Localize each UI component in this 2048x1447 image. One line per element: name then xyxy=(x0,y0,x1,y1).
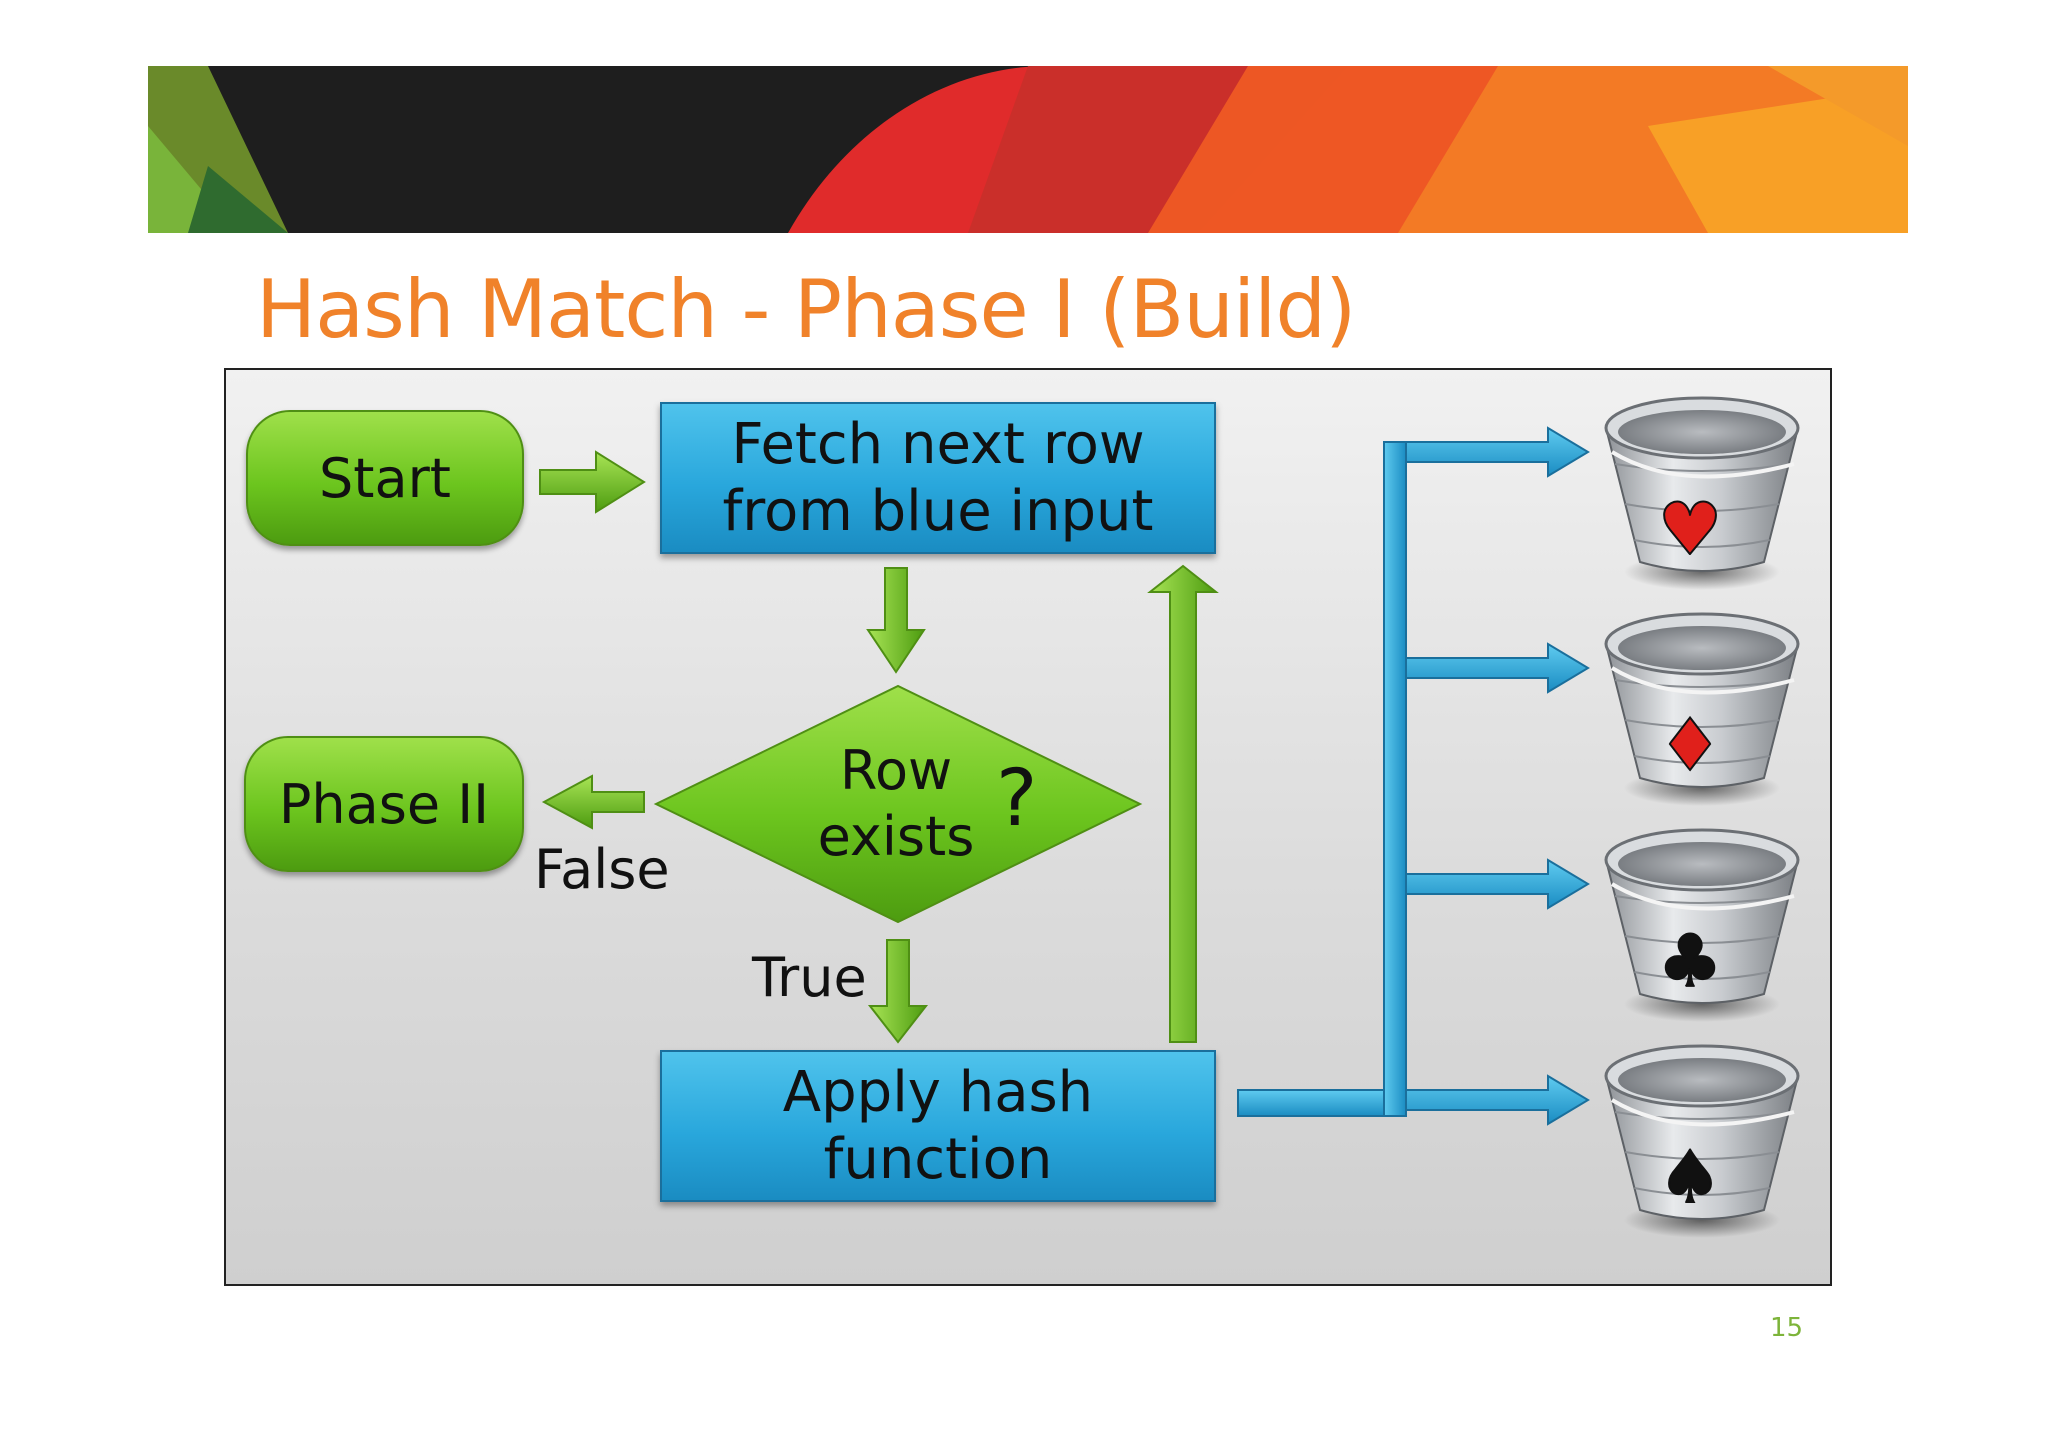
phase2-node: Phase II xyxy=(244,736,524,872)
arrow-start-to-fetch xyxy=(539,450,646,514)
bucket-1-suit-icon: ♥ xyxy=(1658,487,1723,571)
arrow-decision-to-phase2 xyxy=(541,774,645,830)
arrow-fetch-to-decision xyxy=(866,567,926,674)
banner-graphic xyxy=(148,66,1908,233)
arrow-decision-to-hash xyxy=(867,939,929,1044)
bucket-3-suit-icon: ♣ xyxy=(1658,919,1723,1003)
header-banner xyxy=(148,66,1908,233)
bucket-2: ♦ xyxy=(1604,612,1800,806)
bucket-4: ♠ xyxy=(1604,1044,1800,1238)
true-edge-label: True xyxy=(752,946,867,1009)
decision-label-line1: Row xyxy=(839,739,953,802)
decision-label-line2: exists xyxy=(817,804,975,868)
apply-hash-label-line2: function xyxy=(823,1127,1053,1192)
bucket-3: ♣ xyxy=(1604,828,1800,1022)
bucket-arrow-4 xyxy=(1405,1074,1590,1126)
bucket-4-suit-icon: ♠ xyxy=(1658,1135,1723,1219)
arrow-loop-to-fetch xyxy=(1147,564,1219,1043)
bucket-distribution-bus xyxy=(1383,441,1407,1117)
bucket-1: ♥ xyxy=(1604,396,1800,590)
slide-title: Hash Match - Phase I (Build) xyxy=(256,263,1356,356)
decision-diamond xyxy=(653,684,1143,924)
start-label: Start xyxy=(319,446,451,510)
start-node: Start xyxy=(246,410,524,546)
fetch-row-label-line2: from blue input xyxy=(722,479,1154,544)
bucket-arrow-3 xyxy=(1405,858,1590,910)
apply-hash-node: Apply hash function xyxy=(660,1050,1216,1202)
bucket-arrow-1 xyxy=(1405,426,1590,478)
decision-label: Row exists xyxy=(786,738,1006,870)
hash-output-bar xyxy=(1237,1089,1389,1117)
fetch-row-label-line1: Fetch next row xyxy=(731,411,1145,477)
fetch-row-node: Fetch next row from blue input xyxy=(660,402,1216,554)
phase2-label: Phase II xyxy=(278,772,490,836)
decision-question-mark: ? xyxy=(996,754,1038,844)
flowchart-panel: ♥ ♦ ♣ ♠ Start Fetch next row from blue inpu… xyxy=(224,368,1832,1286)
bucket-2-suit-icon: ♦ xyxy=(1658,703,1723,787)
apply-hash-label-line1: Apply hash xyxy=(782,1059,1094,1125)
bucket-arrow-2 xyxy=(1405,642,1590,694)
flowchart-connectors: ♥ ♦ ♣ ♠ xyxy=(539,396,1800,1238)
page-number: 15 xyxy=(1770,1313,1804,1343)
false-edge-label: False xyxy=(534,838,670,901)
